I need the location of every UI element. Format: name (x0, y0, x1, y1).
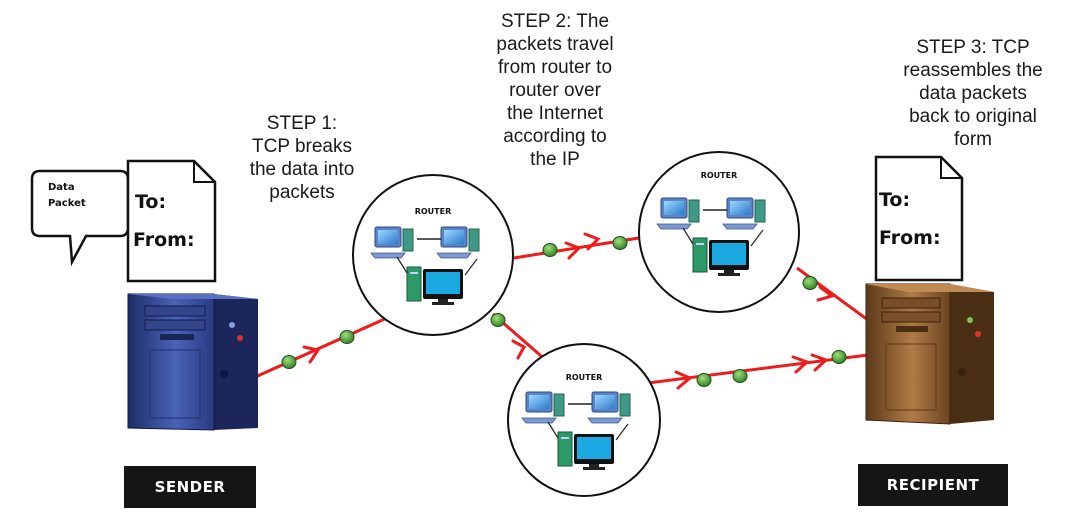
step-2-line: router over (509, 80, 601, 101)
arrowhead (583, 232, 601, 251)
step-2-text: STEP 2: The packets travel from router t… (480, 10, 630, 171)
path-router-c-recipient (647, 353, 869, 385)
step-3-line: back to original (909, 106, 1037, 127)
router-a-label: ROUTER (415, 207, 452, 216)
sender-doc-to: To: (135, 191, 166, 213)
data-packet-bubble: Data Packet (30, 169, 130, 267)
step-2-line: according to (503, 126, 607, 147)
router-a-circle (352, 174, 514, 336)
step-1-line: the data into (249, 159, 355, 180)
path-arrowheads (302, 232, 836, 390)
arrowhead (511, 339, 527, 360)
packet (696, 373, 712, 387)
step-2-line: packets travel (496, 34, 614, 55)
step-1-line: TCP breaks (252, 136, 352, 157)
recipient-label: RECIPIENT (858, 464, 1008, 506)
packet (490, 313, 506, 327)
step-1-text: STEP 1: TCP breaks the data into packets (222, 112, 382, 204)
recipient-document: To: From: (874, 155, 964, 282)
arrowhead (674, 370, 693, 390)
packets (281, 236, 847, 387)
router-a: ROUTER (352, 174, 514, 336)
sender-label: SENDER (124, 466, 256, 508)
packet (281, 355, 297, 369)
step-2-line: STEP 2: The (500, 11, 610, 32)
bubble-text-line2: Packet (48, 198, 86, 209)
step-3-line: form (954, 129, 992, 150)
step-1-line: packets (269, 182, 335, 203)
packet (542, 243, 558, 257)
router-b: ROUTER (638, 151, 800, 313)
sender-doc-from: From: (133, 229, 195, 251)
path-sender-router-a (252, 311, 399, 380)
packet (339, 330, 355, 344)
arrowhead (810, 353, 829, 372)
recipient-computer-icon (865, 283, 994, 425)
router-b-circle (638, 151, 800, 313)
router-c: ROUTER (507, 343, 661, 497)
recipient-doc-from: From: (879, 227, 941, 249)
step-3-line: data packets (919, 83, 1027, 104)
step-3-text: STEP 3: TCP reassembles the data packets… (888, 36, 1058, 151)
router-b-label: ROUTER (701, 171, 738, 180)
packet (802, 276, 818, 290)
router-c-circle (507, 343, 661, 497)
packet (831, 350, 847, 364)
arrowhead (791, 355, 810, 374)
arrowhead (564, 241, 582, 260)
router-c-label: ROUTER (566, 373, 603, 382)
step-2-line: from router to (497, 57, 613, 78)
step-2-line: the Internet (506, 103, 604, 124)
step-2-line: the IP (530, 149, 580, 170)
arrowhead (816, 285, 836, 302)
arrowhead (302, 345, 321, 364)
path-router-b-recipient (796, 266, 869, 322)
recipient-doc-to: To: (879, 189, 910, 211)
bubble-text-line1: Data (48, 182, 75, 193)
sender-computer-icon (127, 293, 258, 431)
step-1-line: STEP 1: (266, 113, 338, 134)
sender-document: To: From: (126, 159, 217, 283)
step-3-line: reassembles the (903, 60, 1043, 81)
step-3-line: STEP 3: TCP (916, 37, 1030, 58)
packet (612, 236, 628, 250)
packet (732, 369, 748, 383)
